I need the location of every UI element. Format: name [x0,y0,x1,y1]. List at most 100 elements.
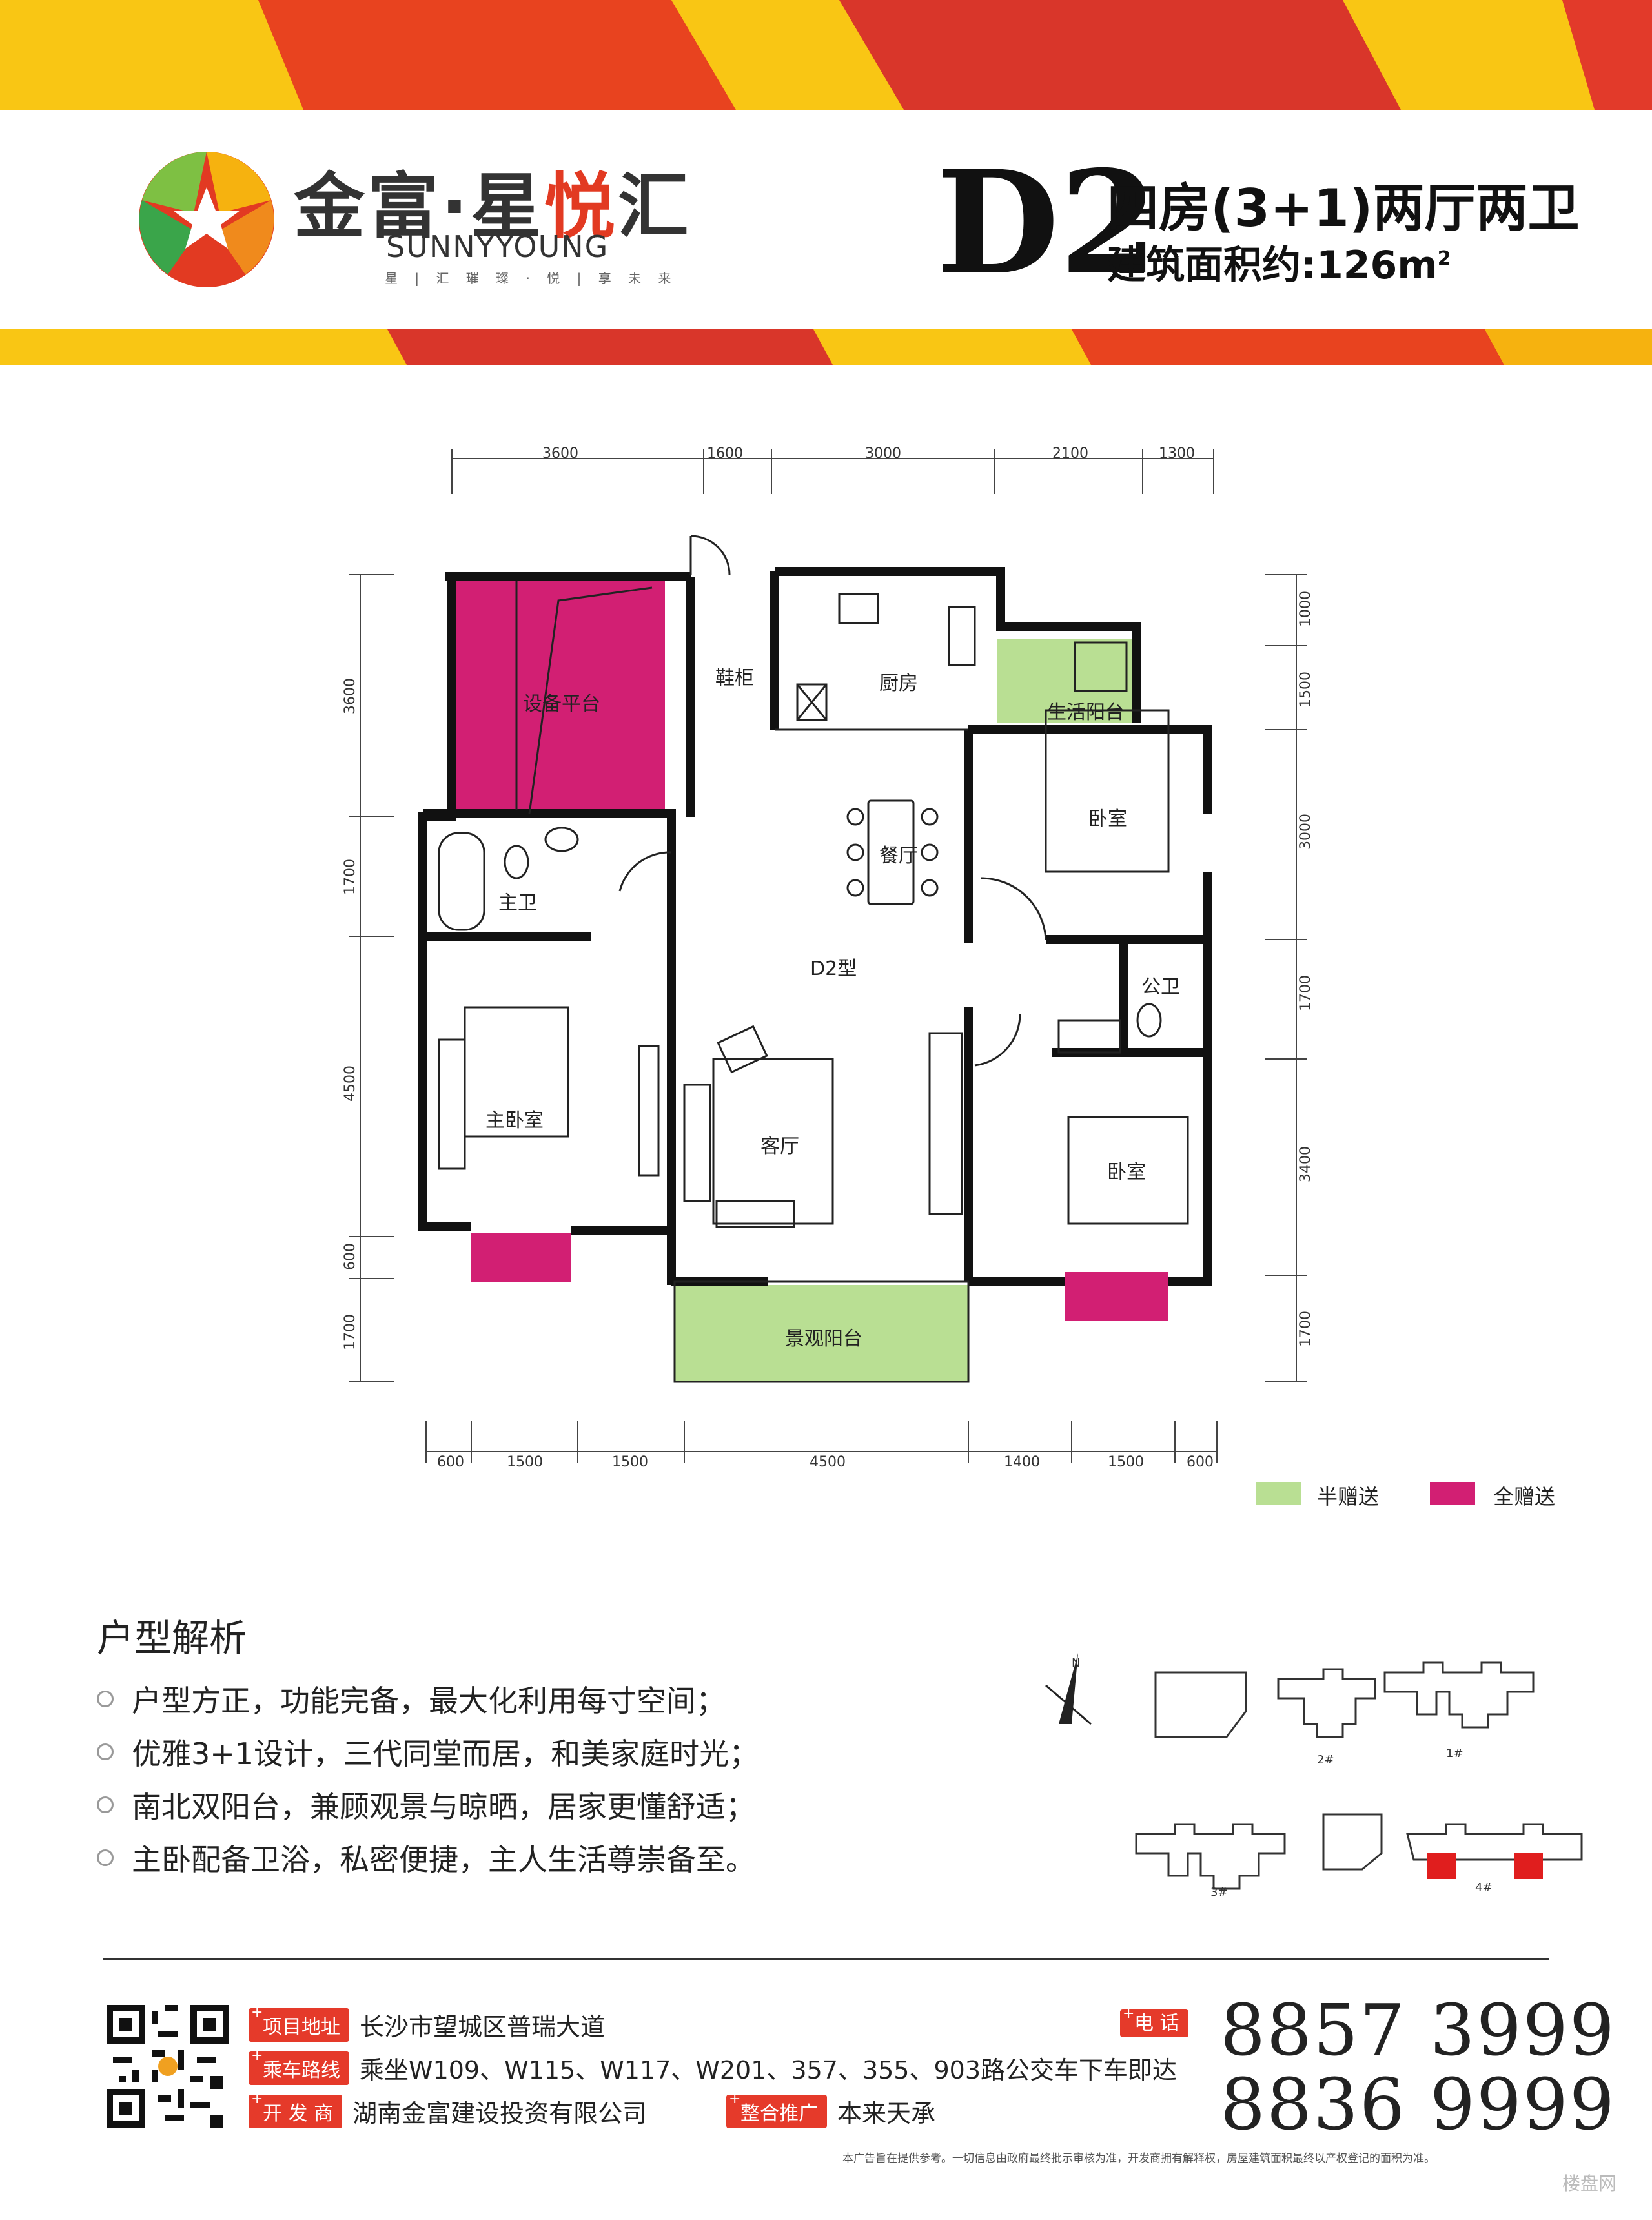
legend-full-label: 全赠送 [1493,1485,1556,1509]
site-label-1: 1# [1446,1747,1463,1760]
room-kitchen: 厨房 [879,672,918,695]
north-arrow-icon [1045,1653,1092,1725]
disclaimer: 本广告旨在提供参考。一切信息由政府最终批示审核为准，开发商拥有解释权，房屋建筑面… [842,2152,1435,2165]
floor-plan [349,449,1307,1463]
dim-left-5: 1700 [342,1314,358,1350]
unit-area: 建筑面积约:126m2 [1107,234,1451,290]
analysis-point-text: 主卧配备卫浴，私密便捷，主人生活尊崇备至。 [132,1842,755,1877]
dim-bottom-7: 600 [1187,1454,1214,1470]
developer-row: +开 发 商 湖南金富建设投资有限公司 [249,2091,648,2129]
unit-area-label: 建筑面积约:126m [1107,243,1438,288]
promo-row: +整合推广 本来天承 [726,2091,936,2129]
brand-name: 金富·星悦汇 [294,149,691,252]
analysis-point: 南北双阳台，兼顾观景与晾晒，居家更懂舒适； [97,1783,755,1826]
developer-tag-text: 开 发 商 [263,2102,334,2125]
dim-right-2: 1500 [1298,672,1314,708]
legend-half-swatch [1256,1482,1301,1505]
brand-name-highlight: 悦 [544,165,618,248]
analysis-point-text: 优雅3+1设计，三代同堂而居，和美家庭时光； [132,1736,759,1771]
dim-bottom-3: 1500 [612,1454,648,1470]
dim-left-4: 600 [342,1243,358,1270]
dim-right-5: 3400 [1298,1146,1314,1182]
address-tag-text: 项目地址 [263,2015,340,2039]
legend-half-label: 半赠送 [1317,1485,1380,1509]
brand-name-prefix: 金富·星 [294,165,544,248]
dim-left-2: 1700 [342,859,358,895]
phone-tag-text: 电 话 [1134,2012,1179,2035]
view-balcony-area [675,1285,968,1382]
dimension-lines [349,449,1307,1463]
site-plan [1045,1653,1583,1890]
bullet-icon [97,1796,114,1813]
dim-bottom-6: 1500 [1108,1454,1144,1470]
unit-code: D2 [936,139,1158,306]
dim-left-1: 3600 [342,678,358,714]
legend-full-swatch [1430,1482,1475,1505]
phone-number-1: 8857 3999 [1220,1989,1616,2071]
se-bay-window [1065,1272,1168,1321]
dim-bottom-5: 1400 [1004,1454,1040,1470]
developer-tag: +开 发 商 [249,2091,343,2128]
dim-left-3: 4500 [342,1065,358,1102]
phone-tag: +电 话 [1120,2006,1188,2037]
bus-row: +乘车路线 乘坐W109、W115、W117、W201、357、355、903路… [249,2048,1178,2086]
bullet-icon [97,1849,114,1866]
dim-bottom-4: 4500 [810,1454,846,1470]
bus-tag-text: 乘车路线 [263,2059,340,2082]
dim-top-5: 1300 [1159,446,1195,462]
header-band [0,0,1652,365]
room-equipment-platform: 设备平台 [523,693,600,715]
developer-text: 湖南金富建设投资有限公司 [352,2099,648,2128]
promo-text: 本来天承 [837,2099,936,2128]
brand-name-en: SUNNYYOUNG [386,229,609,264]
promo-tag-text: 整合推广 [740,2102,818,2125]
qr-code [107,2005,229,2128]
equipment-platform-area [452,581,665,814]
watermark: 楼盘网 [1562,2173,1617,2194]
utility-balcony-area [997,639,1133,723]
room-shoe-cabinet: 鞋柜 [715,667,754,690]
unit-plan-label: D2型 [810,958,857,980]
room-dining: 餐厅 [879,845,918,867]
room-view-balcony: 景观阳台 [785,1328,862,1350]
address-row: +项目地址 长沙市望城区普瑞大道 [249,2004,606,2042]
analysis-point: 优雅3+1设计，三代同堂而居，和美家庭时光； [97,1731,759,1773]
bus-text: 乘坐W109、W115、W117、W201、357、355、903路公交车下车即… [360,2056,1178,2084]
analysis-point: 户型方正，功能完备，最大化利用每寸空间； [97,1678,726,1720]
bus-tag: +乘车路线 [249,2048,349,2085]
bullet-icon [97,1691,114,1707]
promo-tag: +整合推广 [726,2091,827,2128]
dim-top-4: 2100 [1052,446,1088,462]
address-tag: +项目地址 [249,2004,349,2042]
analysis-point-text: 户型方正，功能完备，最大化利用每寸空间； [132,1683,726,1718]
room-master-bath: 主卫 [498,892,537,914]
dim-right-6: 1700 [1298,1311,1314,1347]
dim-top-1: 3600 [542,446,578,462]
analysis-point-text: 南北双阳台，兼顾观景与晾晒，居家更懂舒适； [132,1789,755,1824]
analysis-point: 主卧配备卫浴，私密便捷，主人生活尊崇备至。 [97,1836,755,1879]
brand-slogan: 星 | 汇 璀 璨 · 悦 | 享 未 来 [385,271,678,286]
room-master-bedroom: 主卧室 [485,1109,544,1132]
dim-right-4: 1700 [1298,975,1314,1011]
room-public-bath: 公卫 [1141,976,1180,998]
dim-right-3: 3000 [1298,814,1314,850]
dim-right-1: 1000 [1298,591,1314,627]
unit-area-sup: 2 [1437,247,1451,270]
master-bay-window [471,1233,571,1282]
room-utility-balcony: 生活阳台 [1047,701,1125,724]
analysis-title: 户型解析 [97,1616,247,1660]
dim-top-2: 1600 [707,446,743,462]
dim-bottom-1: 600 [437,1454,464,1470]
site-label-3: 3# [1210,1886,1228,1899]
phone-tag-wrap: +电 话 [1120,2006,1188,2037]
footer-divider [103,1958,1549,1960]
unit-type: 四房(3+1)两厅两卫 [1107,178,1580,238]
room-living: 客厅 [760,1135,799,1158]
phone-number-2: 8836 9999 [1220,2063,1616,2146]
room-bedroom-se: 卧室 [1107,1161,1146,1184]
room-bedroom-ne: 卧室 [1088,808,1127,830]
bullet-icon [97,1743,114,1760]
address-text: 长沙市望城区普瑞大道 [360,2013,606,2041]
site-label-4: 4# [1475,1881,1493,1895]
dim-top-3: 3000 [865,446,901,462]
